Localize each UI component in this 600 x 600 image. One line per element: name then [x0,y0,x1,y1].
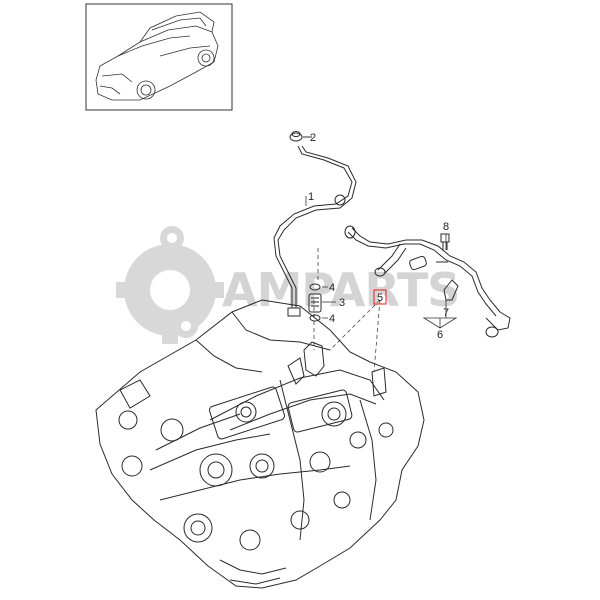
watermark-text: AMPARTS [222,263,459,317]
leader-lines [313,248,381,373]
callout-3: 3 [339,297,345,309]
car-icon [95,11,219,101]
callout-2: 2 [310,132,316,144]
callout-4-top: 4 [329,282,335,294]
part-8-bolt [440,233,450,250]
watermark: AMPARTS [116,226,460,344]
part-3-valve [308,283,322,322]
callout-6: 6 [437,329,443,341]
part-6-hose [344,225,511,338]
callout-8: 8 [443,221,449,233]
callout-leaders [304,136,458,329]
engine-block [95,299,425,589]
callout-1: 1 [308,191,314,203]
callout-4-bottom: 4 [329,313,335,325]
part-5-highlight [373,289,387,305]
gear-icon [160,226,198,338]
part-7-clip [443,279,459,301]
callout-5: 5 [377,292,383,304]
callout-7: 7 [443,307,449,319]
part-1-breather-pipe [273,145,357,317]
callout-labels: 1 2 3 4 4 5 6 7 8 [308,132,449,341]
part-2-cap [289,131,312,142]
vehicle-thumbnail [85,3,233,111]
gear-icon [116,236,224,344]
